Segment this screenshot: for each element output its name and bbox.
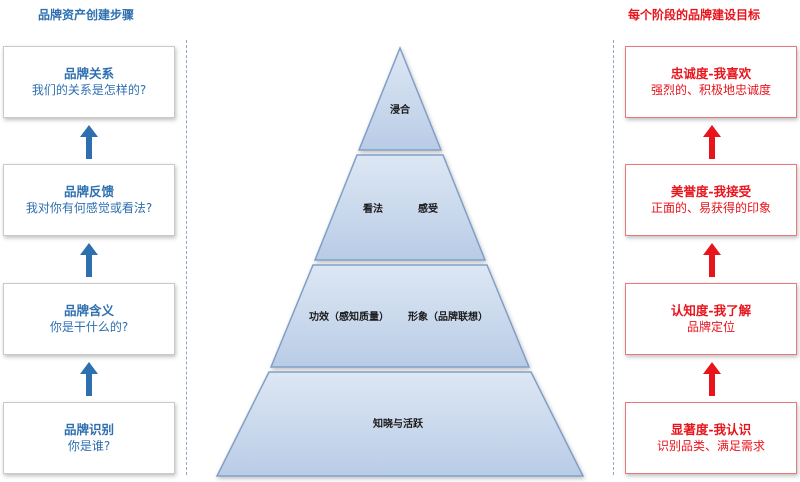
right-heading: 每个阶段的品牌建设目标	[627, 8, 760, 22]
right-box-subtitle: 强烈的、积极地忠诚度	[650, 83, 771, 97]
pyramid-level-salience	[215, 371, 585, 477]
arrow-up-icon	[80, 362, 98, 396]
arrow-up-icon	[80, 125, 98, 159]
left-box-title: 品牌识别	[63, 422, 114, 437]
left-box-identity: 品牌识别 你是谁?	[3, 402, 175, 474]
right-box-title: 忠诚度-我喜欢	[670, 66, 752, 81]
right-box-subtitle: 正面的、易获得的印象	[650, 201, 771, 215]
pyramid-label-imagery: 形象（品牌联想）	[408, 310, 488, 323]
left-box-title: 品牌反馈	[63, 184, 114, 199]
left-box-meaning: 品牌含义 你是干什么的?	[3, 283, 175, 355]
right-box-subtitle: 识别品类、满足需求	[656, 439, 765, 453]
pyramid-level-judgments-feelings	[313, 154, 487, 261]
pyramid-label-feelings: 感受	[418, 202, 438, 215]
right-box-subtitle: 品牌定位	[686, 320, 735, 334]
arrow-up-icon	[703, 243, 721, 277]
pyramid-level-performance-imagery	[269, 264, 531, 368]
pyramid-label-resonance: 浸合	[390, 103, 411, 116]
right-box-title: 显著度-我认识	[670, 422, 752, 437]
right-box-title: 美誉度-我接受	[670, 184, 752, 199]
left-box-relationship: 品牌关系 我们的关系是怎样的?	[3, 46, 175, 118]
left-box-subtitle: 你是谁?	[67, 439, 111, 453]
left-box-response: 品牌反馈 我对你有何感觉或看法?	[3, 164, 175, 236]
left-box-subtitle: 我们的关系是怎样的?	[31, 83, 147, 97]
left-heading: 品牌资产创建步骤	[38, 8, 135, 22]
pyramid-label-performance: 功效（感知质量）	[309, 310, 389, 323]
right-box-loyalty: 忠诚度-我喜欢 强烈的、积极地忠诚度	[625, 46, 797, 118]
pyramid-level-resonance	[357, 45, 443, 151]
arrow-up-icon	[80, 243, 98, 277]
arrow-up-icon	[703, 125, 721, 159]
left-divider	[186, 40, 187, 475]
pyramid-label-salience: 知晓与活跃	[372, 417, 424, 430]
left-box-subtitle: 我对你有何感觉或看法?	[25, 201, 153, 215]
pyramid-label-judgments: 看法	[363, 202, 383, 215]
right-box-awareness: 认知度-我了解 品牌定位	[625, 283, 797, 355]
left-box-subtitle: 你是干什么的?	[49, 320, 129, 334]
right-box-title: 认知度-我了解	[670, 303, 752, 318]
right-box-salience: 显著度-我认识 识别品类、满足需求	[625, 402, 797, 474]
arrow-up-icon	[703, 362, 721, 396]
left-box-title: 品牌含义	[63, 303, 114, 318]
left-box-title: 品牌关系	[63, 66, 114, 81]
right-box-reputation: 美誉度-我接受 正面的、易获得的印象	[625, 164, 797, 236]
right-divider	[613, 40, 614, 475]
